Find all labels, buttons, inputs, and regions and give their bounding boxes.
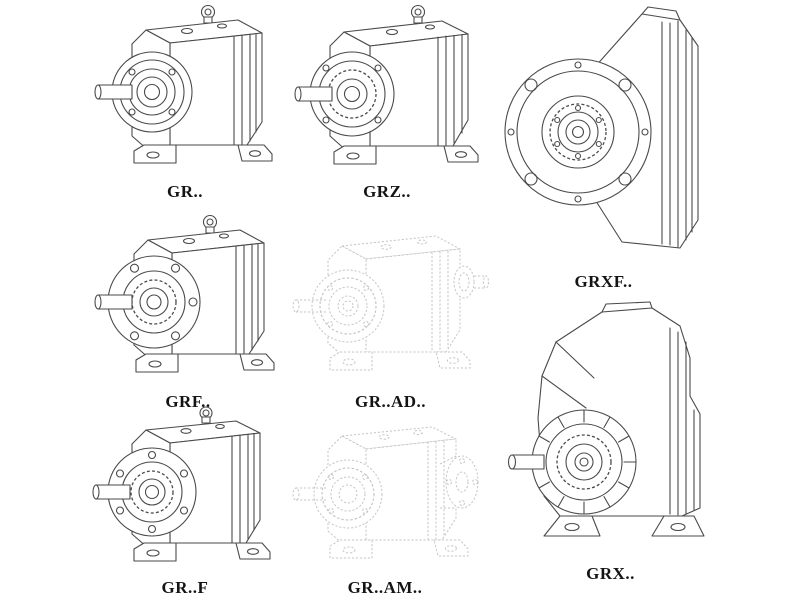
model-cell-grz: GRZ.. [292,2,482,202]
model-cell-grf: GRF.. [90,212,286,412]
gearbox-drawing-grxf [504,6,699,249]
gearbox-drawing-grx [507,301,705,537]
gearbox-drawing-gr [94,4,273,164]
gearbox-drawing-grz [294,4,479,165]
gearbox-drawing-gr-f [92,406,271,562]
model-cell-gr: GR.. [90,2,280,202]
gearbox-drawing-gr-ad [292,235,489,371]
model-cell-gr-f: GR..F [90,404,280,598]
model-label-gr: GR.. [167,182,203,201]
gearbox-drawing-gr-am [292,426,479,559]
model-label-gr-f: GR..F [161,578,209,597]
model-cell-gr-ad: GR..AD.. [288,212,493,412]
model-label-gr-ad: GR..AD.. [354,392,427,411]
gearbox-drawing-grf [94,214,275,373]
model-cell-grxf: GRXF.. [496,2,711,292]
model-label-grx: GRX.. [586,564,635,583]
model-label-gr-am: GR..AM.. [347,578,423,597]
model-label-grxf: GRXF.. [574,272,633,291]
model-label-grf: GRF.. [165,392,211,411]
model-cell-gr-am: GR..AM.. [290,404,480,598]
model-cell-grx: GRX.. [498,300,723,584]
model-label-grz: GRZ.. [363,182,411,201]
